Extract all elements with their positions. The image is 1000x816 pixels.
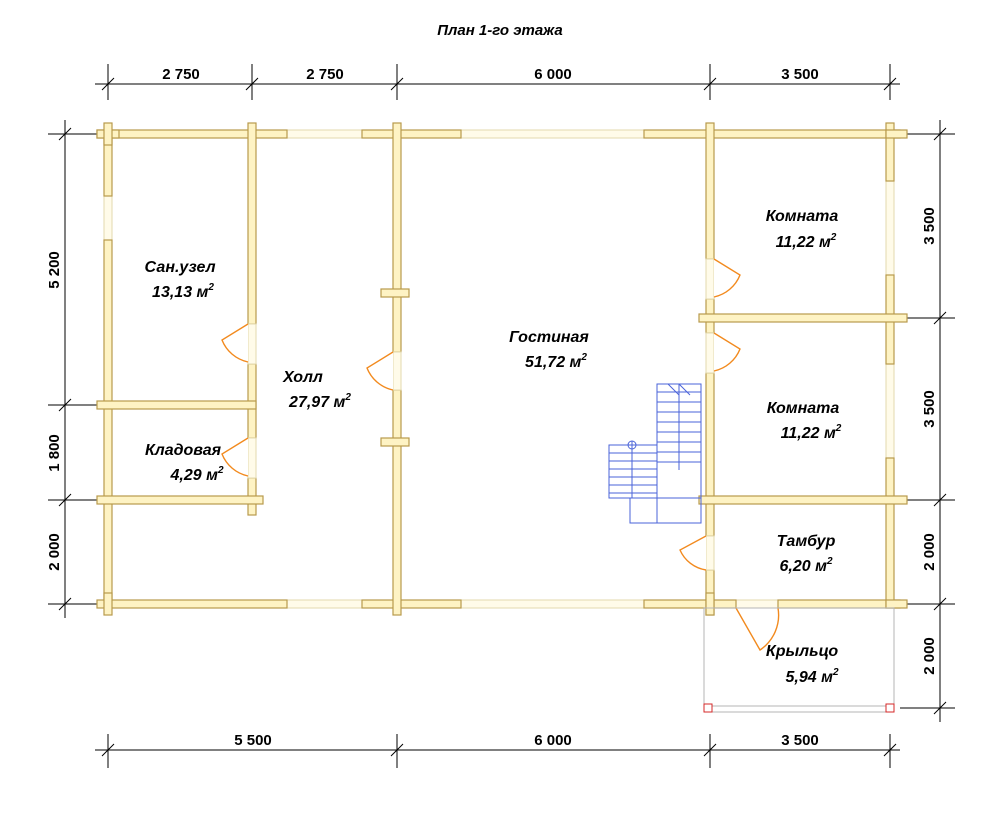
plan-title: План 1-го этажа (437, 22, 563, 39)
room-area: 13,13 м2 (152, 282, 214, 301)
room-name: Комната (767, 400, 840, 417)
walls (96, 122, 908, 616)
left-dim-3: 2 000 (46, 533, 63, 571)
room-holl: Холл 27,97 м2 (282, 369, 351, 411)
top-dim-3: 6 000 (534, 66, 572, 83)
room-area: 51,72 м2 (525, 352, 587, 371)
room-name: Кладовая (145, 442, 222, 459)
room-kladovaya: Кладовая 4,29 м2 (145, 442, 224, 484)
room-sanuzel: Сан.узел 13,13 м2 (144, 259, 215, 301)
room-komnata-1: Комната 11,22 м2 (766, 208, 839, 251)
room-area: 11,22 м2 (776, 232, 837, 251)
porch-outline (703, 607, 895, 713)
right-dim-1: 3 500 (921, 207, 938, 245)
left-dim-2: 1 800 (46, 434, 63, 472)
right-dim-4: 2 000 (921, 637, 938, 675)
room-gostinaya: Гостиная 51,72 м2 (509, 329, 589, 371)
left-dim-1: 5 200 (46, 251, 63, 289)
right-dim-3: 2 000 (921, 533, 938, 571)
room-area: 27,97 м2 (288, 392, 351, 411)
top-dim-4: 3 500 (781, 66, 819, 83)
room-name: Сан.узел (144, 259, 215, 276)
room-area: 4,29 м2 (170, 465, 224, 484)
door-swing-icon (221, 258, 780, 652)
right-dim-2: 3 500 (921, 390, 938, 428)
room-name: Тамбур (777, 533, 836, 550)
room-name: Комната (766, 208, 839, 225)
window-icon (103, 129, 895, 609)
room-komnata-2: Комната 11,22 м2 (767, 400, 842, 442)
room-tambur: Тамбур 6,20 м2 (777, 533, 836, 575)
room-name: Крыльцо (766, 643, 838, 660)
bottom-dim-1: 5 500 (234, 732, 272, 749)
room-area: 6,20 м2 (780, 556, 833, 575)
door-openings (247, 258, 715, 571)
bottom-dim-3: 3 500 (781, 732, 819, 749)
staircase-icon (608, 383, 702, 524)
room-area: 11,22 м2 (781, 423, 842, 442)
top-dim-2: 2 750 (306, 66, 344, 83)
dimension-lines (48, 64, 955, 768)
room-name: Холл (282, 369, 323, 386)
room-name: Гостиная (509, 329, 589, 346)
room-krylco: Крыльцо 5,94 м2 (766, 643, 839, 686)
bottom-dim-2: 6 000 (534, 732, 572, 749)
top-dim-1: 2 750 (162, 66, 200, 83)
room-area: 5,94 м2 (786, 667, 839, 686)
